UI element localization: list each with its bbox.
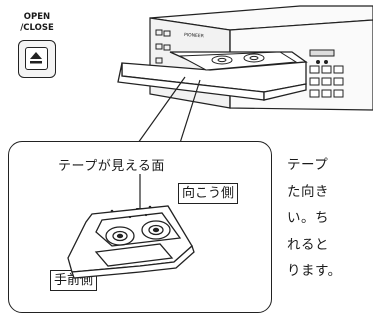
body-text-line: テープ (287, 157, 329, 173)
open-close-label-line2: /CLOSE (20, 23, 54, 33)
open-close-button[interactable] (18, 40, 56, 78)
open-close-label-line1: OPEN (23, 12, 51, 22)
open-close-button-face[interactable] (25, 47, 48, 70)
eject-icon (30, 52, 42, 64)
brand-mark: PIONEER (184, 32, 204, 39)
body-text-line: ります。 (287, 263, 342, 279)
deck-left-buttons (155, 29, 171, 64)
body-text-line: れると (287, 236, 329, 253)
open-close-label: OPEN /CLOSE (12, 12, 62, 34)
body-text-line: た向き (287, 183, 329, 200)
tray-cassette (178, 51, 298, 71)
deck-right-buttons (309, 49, 344, 98)
visible-face-label: テープが見える面 (58, 159, 165, 174)
body-text: テープ た向き い。ち れると ります。 (287, 152, 373, 285)
body-text-line: い。ち (287, 210, 329, 226)
far-side-label: 向こう側 (178, 183, 239, 204)
